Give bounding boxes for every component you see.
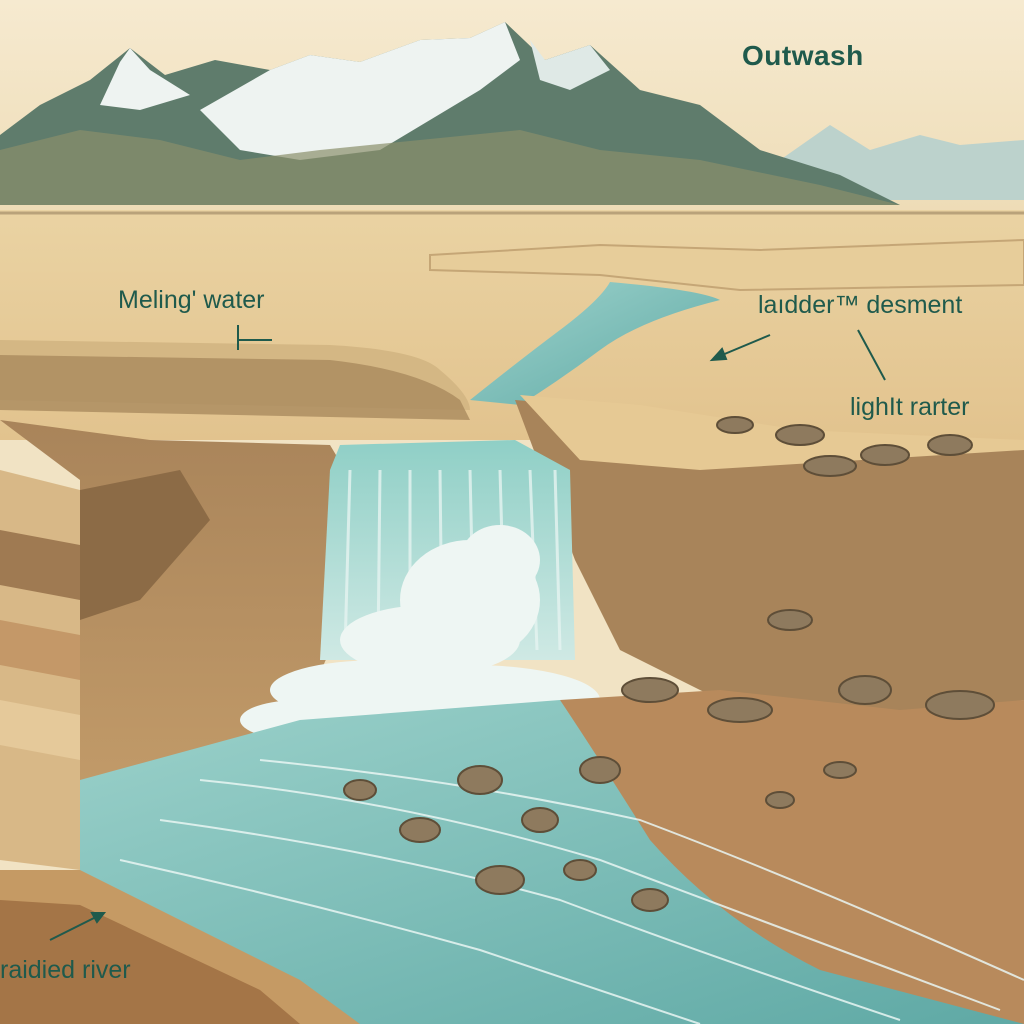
snow-cap <box>100 48 190 110</box>
label-sediment: laıdder™ desment <box>758 291 963 319</box>
label-braided-river: raidied river <box>0 956 131 984</box>
spray-cloud <box>240 525 600 740</box>
mountain-foothills <box>0 130 900 205</box>
label-lighter: lighIt rarter <box>850 393 970 421</box>
strata-layer <box>80 470 210 620</box>
river-upper <box>470 282 720 405</box>
label-melting-water: Meling' water <box>118 286 265 314</box>
strata-layer <box>0 530 80 600</box>
plain-ridge <box>429 238 1024 292</box>
strata-layer <box>0 700 80 760</box>
right-cliff <box>515 400 1024 720</box>
annotation-arrows <box>49 325 886 941</box>
snow-cap <box>530 40 610 90</box>
boulders <box>343 416 995 912</box>
left-terrace-edge <box>0 355 470 420</box>
braided-river <box>0 700 1024 1024</box>
diagram-title: Outwash <box>742 40 864 71</box>
snow-cap <box>200 22 520 160</box>
strata-layer <box>0 620 80 680</box>
bank-strata-dark <box>0 900 300 1024</box>
river-channels <box>119 759 1024 1024</box>
